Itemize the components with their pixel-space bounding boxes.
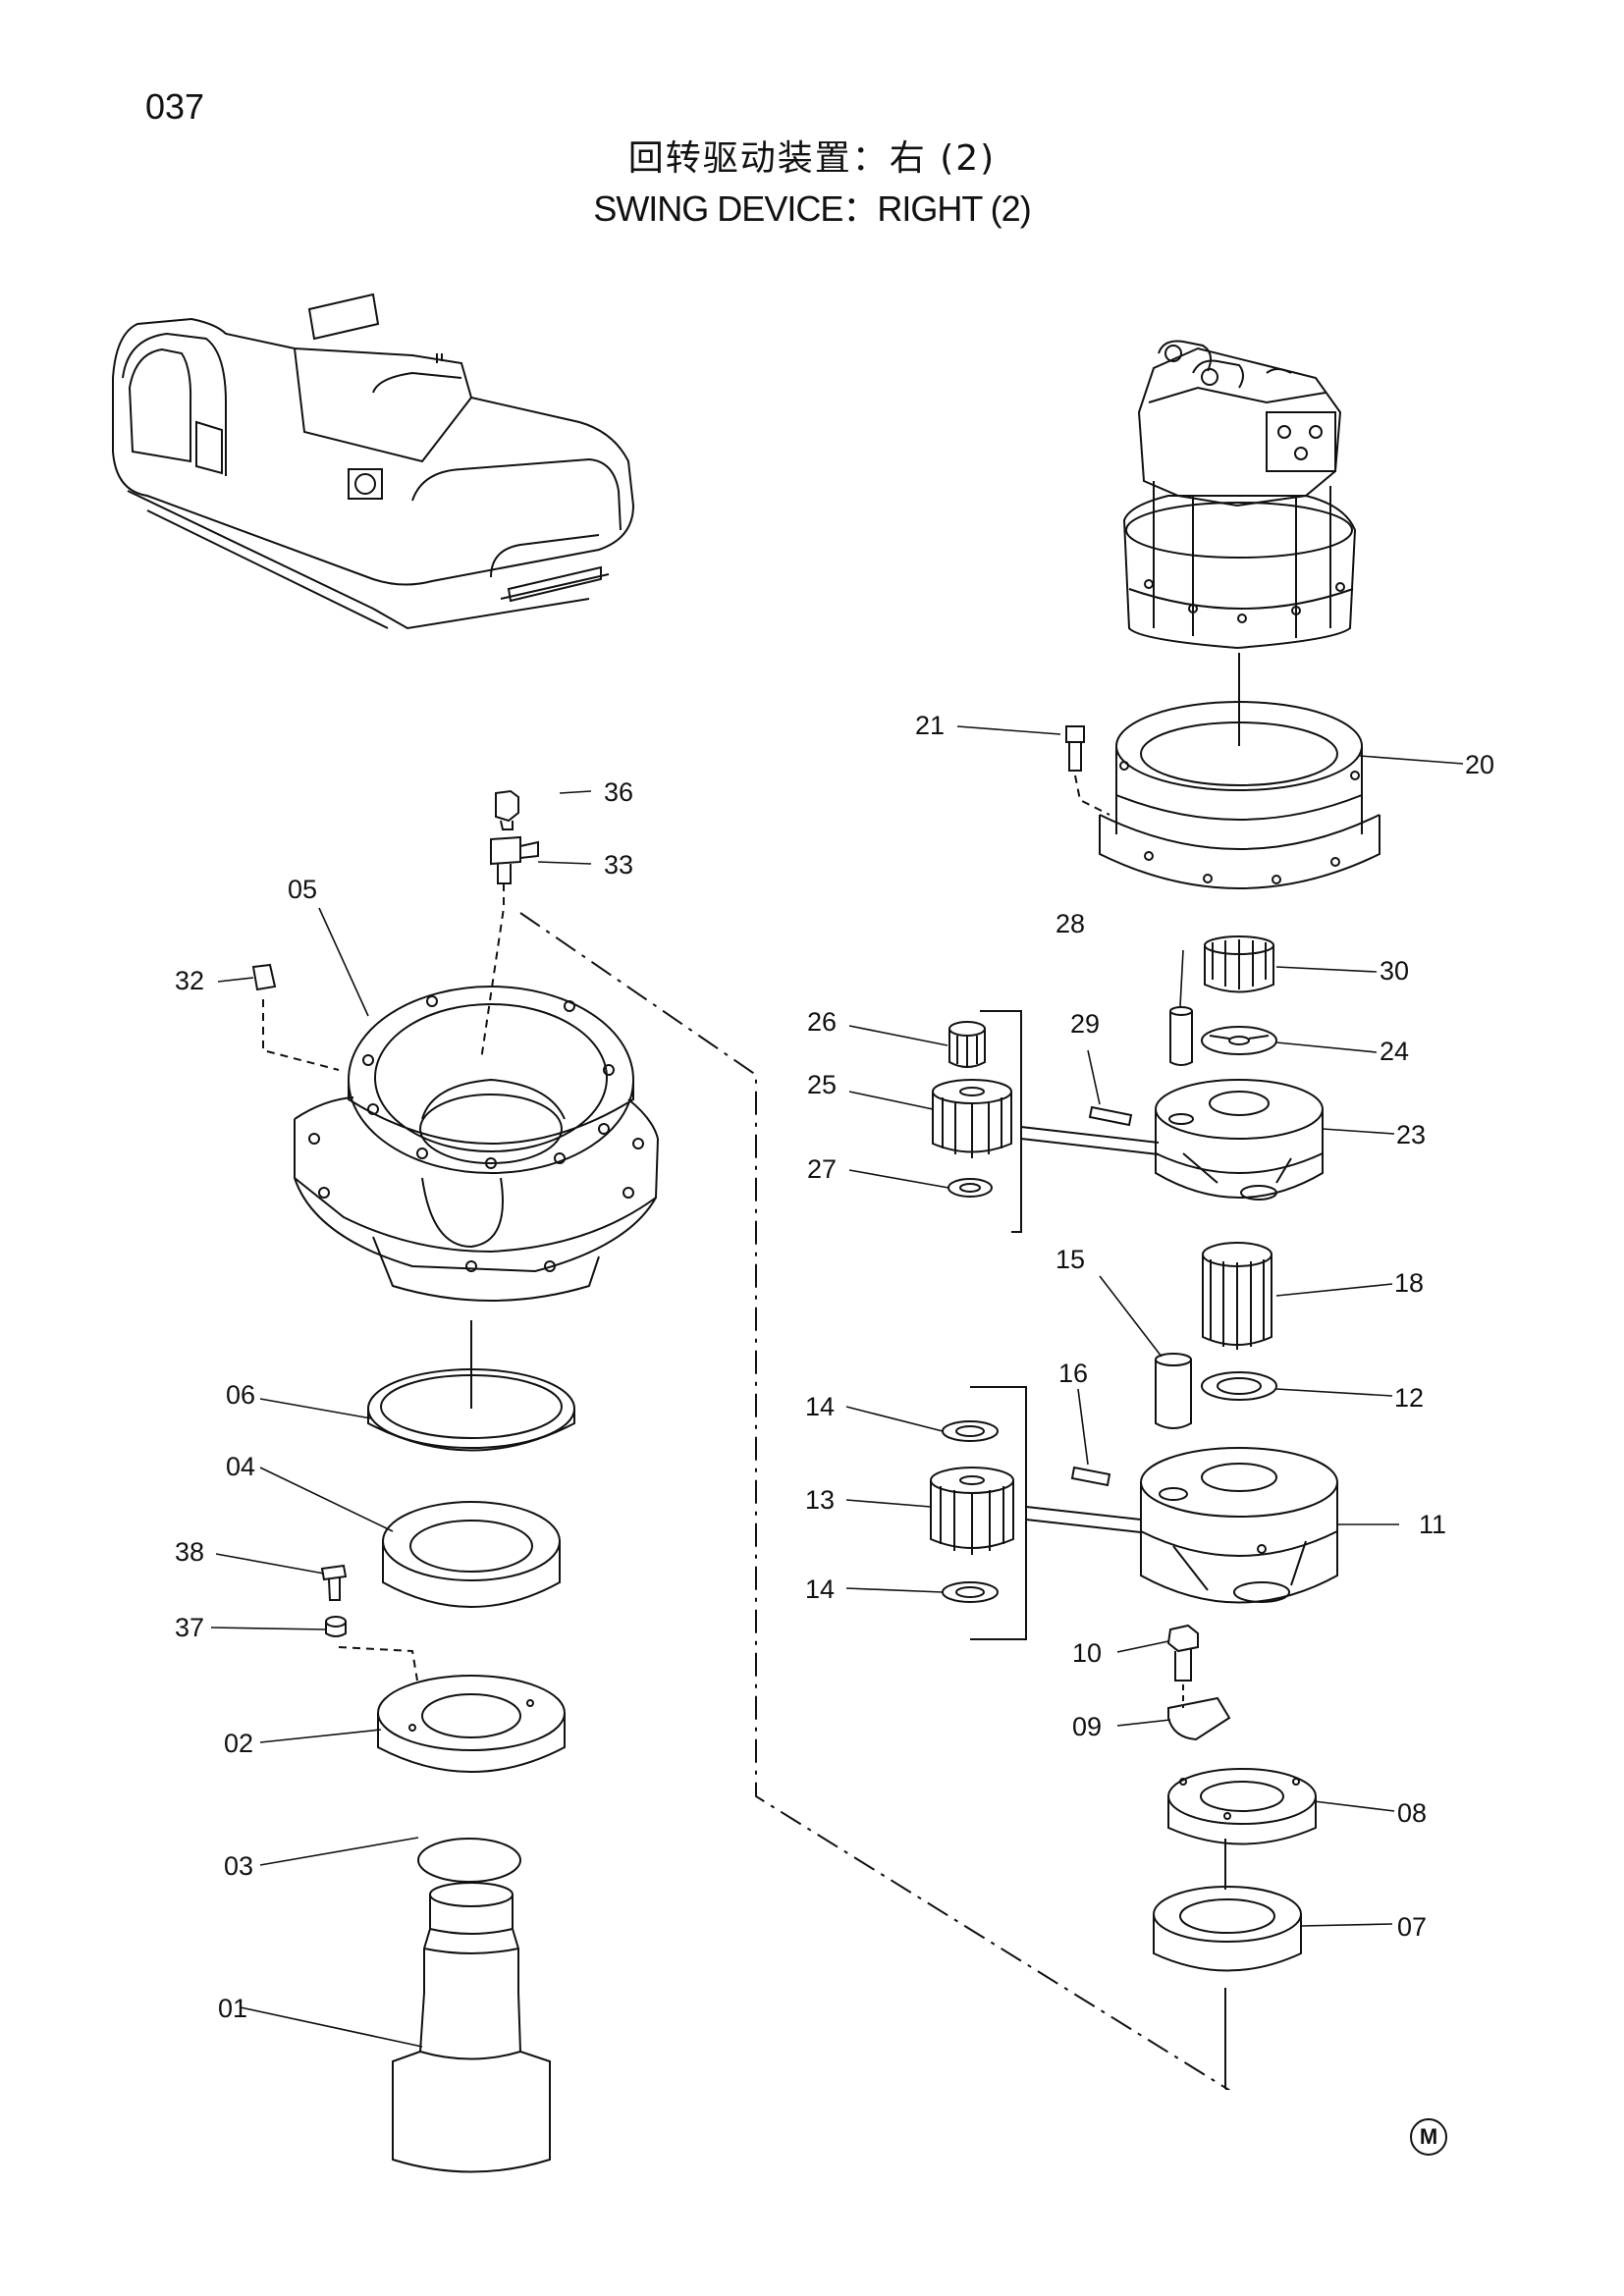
label-04: 04 — [226, 1452, 255, 1481]
swing-motor — [1122, 340, 1357, 746]
pin-16 — [1070, 1466, 1111, 1487]
title-english: SWING DEVICE：RIGHT (2) — [593, 188, 1031, 229]
carrier-11 — [1140, 1447, 1338, 1604]
pin-15 — [1155, 1353, 1192, 1429]
label-32: 32 — [175, 966, 204, 995]
lock-plate-09 — [1167, 1696, 1231, 1741]
label-05: 05 — [288, 875, 317, 904]
bearing-04 — [382, 1501, 561, 1608]
carrier-23 — [1155, 1079, 1324, 1201]
page-number: 037 — [145, 86, 205, 127]
washer-24 — [1201, 1026, 1277, 1055]
label-14-upper: 14 — [805, 1392, 835, 1421]
disc-03 — [417, 1838, 521, 1883]
ring-06 — [367, 1368, 575, 1452]
label-03: 03 — [224, 1851, 253, 1881]
label-02: 02 — [224, 1729, 253, 1758]
washer-12 — [1201, 1371, 1277, 1401]
elbow-33 — [480, 835, 539, 1061]
bolt-38 — [320, 1564, 348, 1601]
housing-20 — [1099, 701, 1380, 889]
housing-05 — [294, 986, 659, 1409]
label-16: 16 — [1058, 1359, 1088, 1388]
label-08: 08 — [1397, 1798, 1427, 1828]
label-33: 33 — [604, 850, 633, 880]
manufacturer-logo: M — [1410, 2118, 1447, 2156]
plug-32 — [251, 963, 340, 1071]
label-07: 07 — [1397, 1912, 1427, 1942]
label-01: 01 — [218, 1994, 247, 2023]
sun-gear-18 — [1202, 1242, 1272, 1350]
bolt-21 — [1065, 725, 1110, 816]
label-28: 28 — [1056, 909, 1085, 938]
label-13: 13 — [805, 1485, 835, 1515]
label-10: 10 — [1072, 1638, 1102, 1668]
bearing-07 — [1153, 1886, 1302, 1972]
fitting-36 — [495, 789, 519, 830]
label-38: 38 — [175, 1537, 204, 1567]
label-25: 25 — [807, 1070, 837, 1099]
label-18: 18 — [1394, 1268, 1424, 1298]
label-37: 37 — [175, 1613, 204, 1642]
label-23: 23 — [1396, 1120, 1426, 1149]
label-27: 27 — [807, 1154, 837, 1184]
label-20: 20 — [1465, 750, 1494, 779]
label-12: 12 — [1394, 1383, 1424, 1413]
label-11: 11 — [1419, 1510, 1446, 1539]
label-24: 24 — [1380, 1037, 1409, 1066]
label-06: 06 — [226, 1380, 255, 1410]
label-09: 09 — [1072, 1712, 1102, 1741]
shaft-01 — [392, 1882, 551, 2173]
assembly-path-line — [519, 912, 1231, 2090]
bolt-10 — [1166, 1624, 1199, 1708]
label-15: 15 — [1056, 1245, 1085, 1274]
label-21: 21 — [915, 711, 945, 740]
ring-08 — [1167, 1768, 1317, 1845]
leader-lines — [210, 725, 1464, 2048]
ring-02 — [377, 1675, 566, 1773]
pin-28 — [1169, 1006, 1193, 1066]
label-36: 36 — [604, 777, 633, 807]
nut-37 — [325, 1616, 418, 1682]
planet-group-upper — [932, 1010, 1160, 1233]
pin-29 — [1088, 1105, 1133, 1127]
excavator-illustration — [112, 293, 635, 630]
title-chinese: 回转驱动装置：右 (2) — [627, 138, 997, 179]
part-labels: 21 20 28 30 26 29 24 25 23 27 15 18 16 1… — [175, 711, 1494, 2023]
label-29: 29 — [1070, 1009, 1100, 1039]
planet-group-lower — [930, 1386, 1142, 1640]
gear-30 — [1204, 935, 1274, 993]
label-30: 30 — [1380, 956, 1409, 986]
label-14-lower: 14 — [805, 1575, 835, 1604]
label-26: 26 — [807, 1007, 837, 1037]
